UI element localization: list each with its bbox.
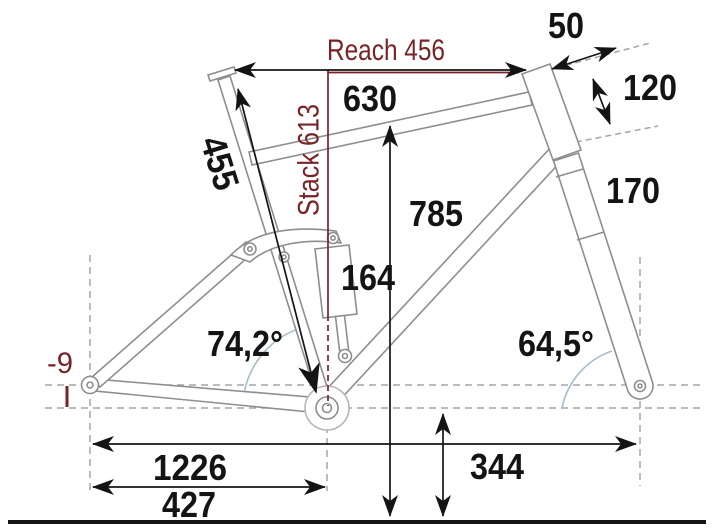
seattube-dim-line bbox=[235, 88, 320, 394]
accent-labels: Reach 456 Stack 613 -9 bbox=[47, 34, 445, 380]
rocker-pivot-rear-axle-dot bbox=[247, 246, 254, 253]
shock-body bbox=[314, 244, 358, 319]
shock-top-eyelet bbox=[329, 235, 336, 242]
steerer-extension-top bbox=[555, 42, 651, 69]
bb-drop-label: -9 bbox=[47, 347, 73, 380]
bb-center-circle bbox=[321, 402, 333, 414]
fork-crown-joint bbox=[555, 168, 584, 178]
seatstay-tube bbox=[90, 240, 257, 389]
stem-dim-line bbox=[551, 46, 617, 71]
head-angle-arc bbox=[561, 350, 613, 409]
fork-lower-joint bbox=[576, 231, 605, 241]
rocker-pivot-mid-dot bbox=[281, 254, 287, 260]
top-tube-label: 630 bbox=[343, 78, 397, 119]
dimension-lines bbox=[92, 46, 637, 517]
shock-shaft bbox=[334, 314, 350, 352]
standover-label: 785 bbox=[409, 193, 463, 234]
fork-travel-label: 170 bbox=[606, 170, 660, 211]
shock-length-label: 164 bbox=[341, 257, 395, 298]
reach-label: Reach 456 bbox=[327, 34, 445, 67]
chainstay-label: 427 bbox=[162, 484, 216, 525]
rear-axle-dot bbox=[86, 381, 94, 389]
head-tube bbox=[520, 62, 583, 162]
head-angle-label: 64,5° bbox=[518, 323, 594, 364]
stack-label: Stack 613 bbox=[293, 104, 326, 216]
stem-length-label: 50 bbox=[548, 5, 584, 46]
fork-leg bbox=[552, 151, 654, 400]
shock-bottom-eyelet-dot bbox=[341, 352, 349, 360]
headtube-bottom-extension bbox=[565, 125, 659, 145]
bb-height-label: 344 bbox=[470, 446, 524, 487]
head-tube-length-label: 120 bbox=[623, 67, 677, 108]
front-axle-dot bbox=[637, 383, 643, 389]
measurement-labels: 50 120 170 630 785 164 455 74,2° 64,5° 1… bbox=[153, 5, 677, 525]
headtube-dim-line bbox=[592, 78, 611, 125]
wheelbase-label: 1226 bbox=[153, 447, 227, 488]
chainstay-tube bbox=[93, 378, 311, 413]
seat-angle-label: 74,2° bbox=[207, 323, 283, 364]
